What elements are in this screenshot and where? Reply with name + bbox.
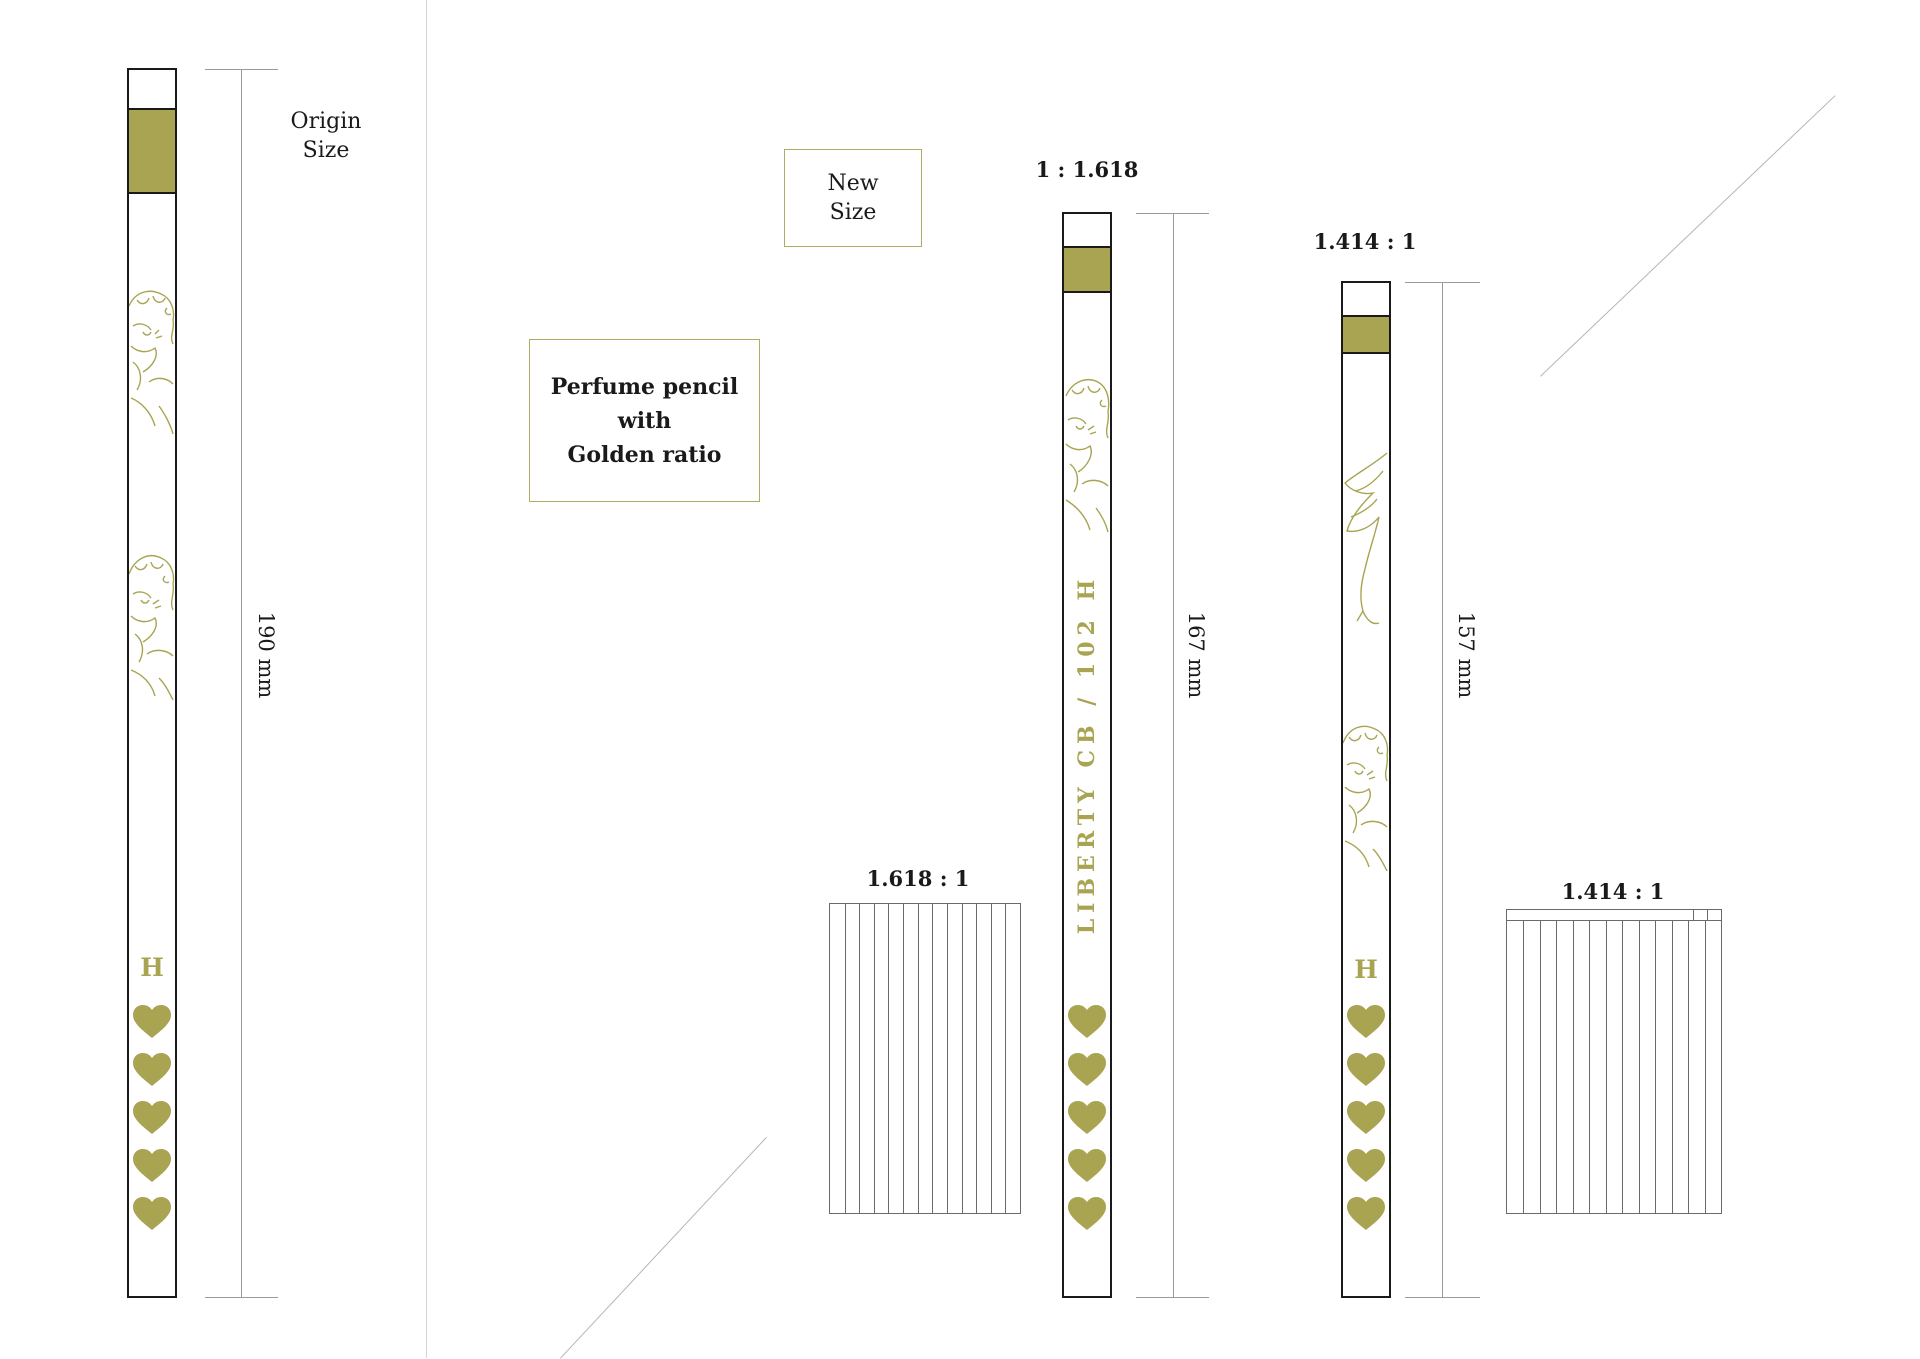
heart-icon <box>1068 1149 1106 1182</box>
pencil-slot-divider <box>1005 904 1006 1213</box>
pencil-slot-divider <box>1556 921 1557 1213</box>
origin-size-label-line: Origin <box>290 109 362 134</box>
new-size-label-line: Size <box>829 200 877 225</box>
pencil-box-golden <box>829 903 1021 1214</box>
pencil-slot-divider <box>845 904 846 1213</box>
pencil-slot-divider <box>888 904 889 1213</box>
concept-label-line: Golden ratio <box>567 441 722 468</box>
diagonal-guide-top <box>1540 95 1836 377</box>
ratio-label-box-silver: 1.414 : 1 <box>1561 879 1665 904</box>
dimension-tick-bottom <box>205 1297 278 1298</box>
cupid-illustration-icon <box>1065 378 1110 533</box>
pencil-slot-divider <box>962 904 963 1213</box>
pencil-slot-divider <box>859 904 860 1213</box>
heart-icon <box>1347 1053 1385 1086</box>
pencil-slot-divider <box>874 904 875 1213</box>
concept-label-line: Perfume pencil <box>550 373 739 400</box>
dimension-label-silver: 157 mm <box>1454 611 1478 699</box>
pencil-slot-divider <box>976 904 977 1213</box>
pencil-origin: H <box>127 68 177 1298</box>
lid-divider <box>1693 910 1694 920</box>
concept-label-line: with <box>617 407 672 434</box>
pencil-cap-band <box>1343 315 1389 354</box>
ratio-label-box-golden: 1.618 : 1 <box>866 866 970 891</box>
pencil-slot-divider <box>903 904 904 1213</box>
pencil-slot-divider <box>991 904 992 1213</box>
heart-icon <box>133 1101 171 1134</box>
pencil-slot-divider <box>1606 921 1607 1213</box>
pencil-slot-divider <box>1540 921 1541 1213</box>
angel-wing-icon <box>1344 452 1388 625</box>
heart-icon <box>1068 1197 1106 1230</box>
pencil-slot-divider <box>932 904 933 1213</box>
cupid-illustration-icon <box>1343 725 1389 871</box>
pencil-slot-divider <box>1523 921 1524 1213</box>
pencil-engraving: LIBERTY CB / 102 H <box>1074 573 1100 935</box>
pencil-slot-divider <box>1589 921 1590 1213</box>
heart-icon <box>1068 1005 1106 1038</box>
cupid-illustration-icon <box>129 555 175 700</box>
dimension-tick-top <box>1136 213 1209 214</box>
pencil-slot-divider <box>918 904 919 1213</box>
heart-icon <box>133 1149 171 1182</box>
concept-label: Perfume pencil with Golden ratio <box>529 339 760 502</box>
heart-icon <box>133 1053 171 1086</box>
pencil-cap-band <box>129 108 175 194</box>
pencil-slot-divider <box>1672 921 1673 1213</box>
dimension-line-silver <box>1442 282 1443 1297</box>
heart-icon <box>1347 1101 1385 1134</box>
heart-icon <box>133 1197 171 1230</box>
pencil-slot-divider <box>1705 921 1706 1213</box>
pencil-golden: LIBERTY CB / 102 H <box>1062 212 1112 1298</box>
diagonal-guide-bottom <box>560 1137 767 1359</box>
pencil-slot-divider <box>1639 921 1640 1213</box>
heart-icon <box>1068 1101 1106 1134</box>
heart-icon <box>1347 1149 1385 1182</box>
pencil-slot-divider <box>947 904 948 1213</box>
heart-icon <box>1068 1053 1106 1086</box>
pencil-slot-divider <box>1573 921 1574 1213</box>
pencil-slot-divider <box>1622 921 1623 1213</box>
dimension-line-golden <box>1173 213 1174 1297</box>
origin-size-label-line: Size <box>302 138 350 163</box>
brand-mark: H <box>1354 955 1378 984</box>
origin-size-label: Origin Size <box>270 107 382 165</box>
cupid-illustration-icon <box>129 290 175 435</box>
dimension-tick-bottom <box>1136 1297 1209 1298</box>
heart-icon <box>1347 1197 1385 1230</box>
pencil-cap-band <box>1064 246 1110 293</box>
dimension-line-origin <box>241 69 242 1297</box>
ratio-label-silver: 1.414 : 1 <box>1313 229 1417 254</box>
new-size-label: New Size <box>784 149 922 247</box>
pencil-box-silver <box>1506 920 1722 1214</box>
heart-icon <box>133 1005 171 1038</box>
dimension-label-golden: 167 mm <box>1184 611 1208 699</box>
brand-mark: H <box>140 953 164 982</box>
heart-icon <box>1347 1005 1385 1038</box>
ratio-label-golden: 1 : 1.618 <box>1035 157 1139 182</box>
dimension-tick-bottom <box>1405 1297 1480 1298</box>
pencil-slot-divider <box>1655 921 1656 1213</box>
section-divider <box>426 0 427 1358</box>
lid-divider <box>1707 910 1708 920</box>
new-size-label-line: New <box>827 171 879 196</box>
dimension-label-origin: 190 mm <box>254 611 278 699</box>
pencil-slot-divider <box>1688 921 1689 1213</box>
pencil-silver: H <box>1341 281 1391 1298</box>
